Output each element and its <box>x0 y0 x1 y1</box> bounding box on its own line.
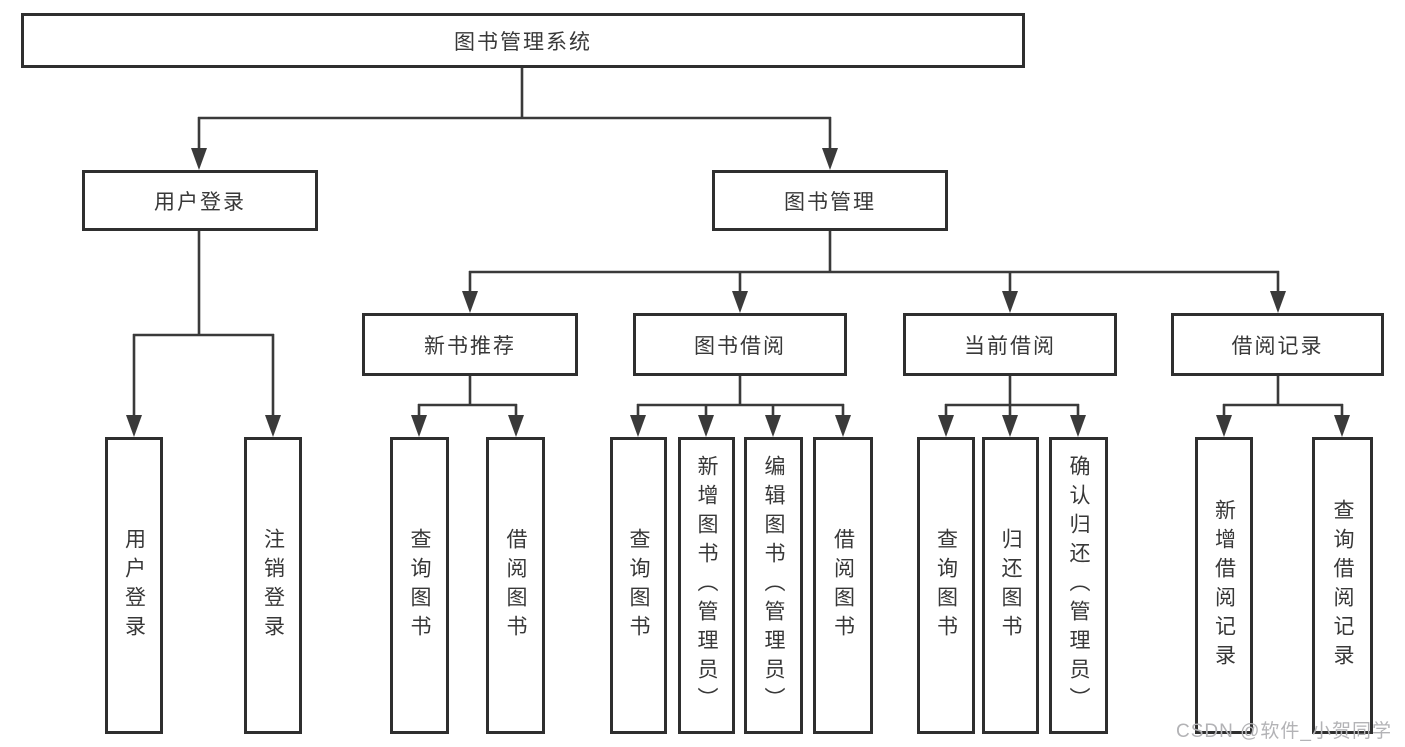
edge-user-login-children <box>126 231 281 437</box>
leaf-borrow-book: 借阅图书 <box>813 437 873 734</box>
edge-book-borrow-children <box>630 376 851 437</box>
leaf-add-book-admin: 新增图书（管理员） <box>678 437 735 734</box>
leaf-return-book: 归还图书 <box>982 437 1039 734</box>
node-new-book-recommend: 新书推荐 <box>362 313 578 376</box>
node-user-login: 用户登录 <box>82 170 318 231</box>
edge-current-borrow-children <box>938 376 1086 437</box>
node-library-system: 图书管理系统 <box>21 13 1025 68</box>
leaf-query-book-current: 查询图书 <box>917 437 975 734</box>
edge-new-book-children <box>411 376 524 437</box>
leaf-query-book-borrow: 查询图书 <box>610 437 667 734</box>
leaf-confirm-return-admin: 确认归还（管理员） <box>1049 437 1108 734</box>
node-book-borrow: 图书借阅 <box>633 313 847 376</box>
leaf-query-borrow-record: 查询借阅记录 <box>1312 437 1373 734</box>
node-book-management: 图书管理 <box>712 170 948 231</box>
edge-root-to-level1 <box>191 68 838 170</box>
leaf-query-book-recommend: 查询图书 <box>390 437 449 734</box>
leaf-user-login: 用户登录 <box>105 437 163 734</box>
edge-borrow-record-children <box>1216 376 1350 437</box>
leaf-borrow-book-recommend: 借阅图书 <box>486 437 545 734</box>
csdn-watermark: CSDN @软件_小贺同学 <box>1176 721 1392 742</box>
edge-book-management-children <box>462 231 1286 313</box>
leaf-edit-book-admin: 编辑图书（管理员） <box>744 437 803 734</box>
node-current-borrow: 当前借阅 <box>903 313 1117 376</box>
leaf-logout-login: 注销登录 <box>244 437 302 734</box>
leaf-add-borrow-record: 新增借阅记录 <box>1195 437 1253 734</box>
node-borrow-record: 借阅记录 <box>1171 313 1384 376</box>
